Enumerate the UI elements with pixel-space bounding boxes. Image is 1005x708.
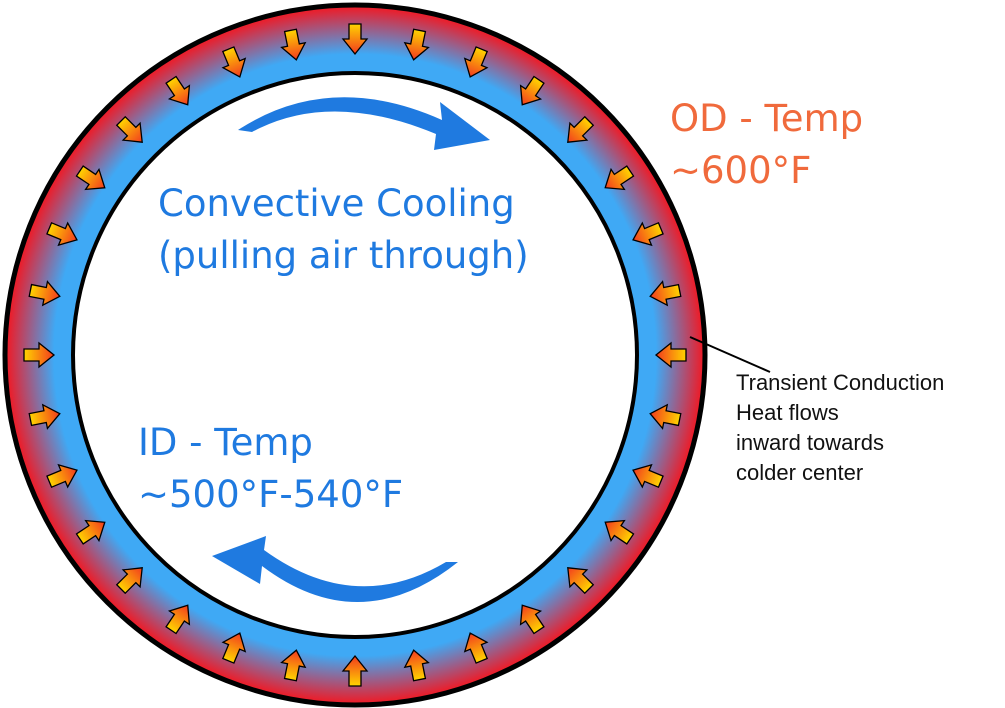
inward-heat-arrow-icon: [649, 403, 682, 430]
inward-heat-arrow-icon: [23, 341, 56, 369]
inward-heat-arrow-icon: [75, 165, 106, 191]
center-title-line1: Convective Cooling: [158, 182, 515, 225]
callout-line: [689, 336, 771, 373]
inward-heat-arrow-icon: [403, 649, 430, 682]
inward-heat-arrow-icon: [403, 28, 430, 61]
conduction-note-line4: colder center: [736, 460, 864, 485]
od-temp-title: OD - Temp: [670, 97, 864, 140]
center-title: Convective Cooling (pulling air through): [158, 178, 529, 282]
inward-heat-arrow-icon: [280, 28, 307, 61]
bottom-curved-flow-arrow-icon: [212, 536, 458, 603]
inward-heat-arrow-icon: [654, 341, 687, 369]
inward-heat-arrow-icon: [519, 604, 545, 635]
inward-heat-arrow-icon: [221, 46, 247, 78]
inward-heat-arrow-icon: [115, 567, 143, 595]
inward-heat-arrow-icon: [463, 632, 489, 664]
inward-heat-arrow-icon: [165, 604, 191, 635]
od-temp-value: ~600°F: [670, 149, 812, 192]
inward-heat-arrow-icon: [46, 463, 78, 489]
inward-heat-arrow-icon: [632, 221, 664, 247]
inward-heat-arrow-icon: [280, 649, 307, 682]
inward-heat-arrow-icon: [341, 654, 369, 687]
id-temp-label: ID - Temp ~500°F-540°F: [138, 417, 403, 521]
inward-heat-arrow-icon: [604, 519, 635, 545]
inward-heat-arrow-icon: [649, 280, 682, 307]
inward-heat-arrow-icon: [115, 115, 143, 143]
inward-heat-arrow-icon: [28, 403, 61, 430]
pipe-bore: [71, 71, 639, 639]
inward-heat-arrow-icon: [567, 567, 595, 595]
conduction-note-line2: Heat flows: [736, 400, 839, 425]
inward-heat-arrow-icon: [165, 75, 191, 106]
id-temp-title: ID - Temp: [138, 421, 313, 464]
inward-heat-arrow-icon: [46, 221, 78, 247]
inward-heat-arrow-icon: [604, 165, 635, 191]
conduction-note-line1: Transient Conduction: [736, 370, 945, 395]
inward-heat-arrow-icon: [341, 23, 369, 56]
inward-heat-arrow-icon: [519, 75, 545, 106]
conduction-note-line3: inward towards: [736, 430, 884, 455]
inward-heat-arrow-icon: [28, 280, 61, 307]
od-temp-label: OD - Temp ~600°F: [670, 93, 863, 197]
heat-arrow-group: [23, 23, 687, 687]
inward-heat-arrow-icon: [75, 519, 106, 545]
inward-heat-arrow-icon: [567, 115, 595, 143]
inward-heat-arrow-icon: [463, 46, 489, 78]
inward-heat-arrow-icon: [632, 463, 664, 489]
center-title-line2: (pulling air through): [158, 234, 529, 277]
inward-heat-arrow-icon: [221, 632, 247, 664]
id-temp-value: ~500°F-540°F: [138, 473, 404, 516]
conduction-note: Transient Conduction Heat flows inward t…: [736, 368, 944, 488]
top-curved-flow-arrow-icon: [238, 97, 490, 150]
